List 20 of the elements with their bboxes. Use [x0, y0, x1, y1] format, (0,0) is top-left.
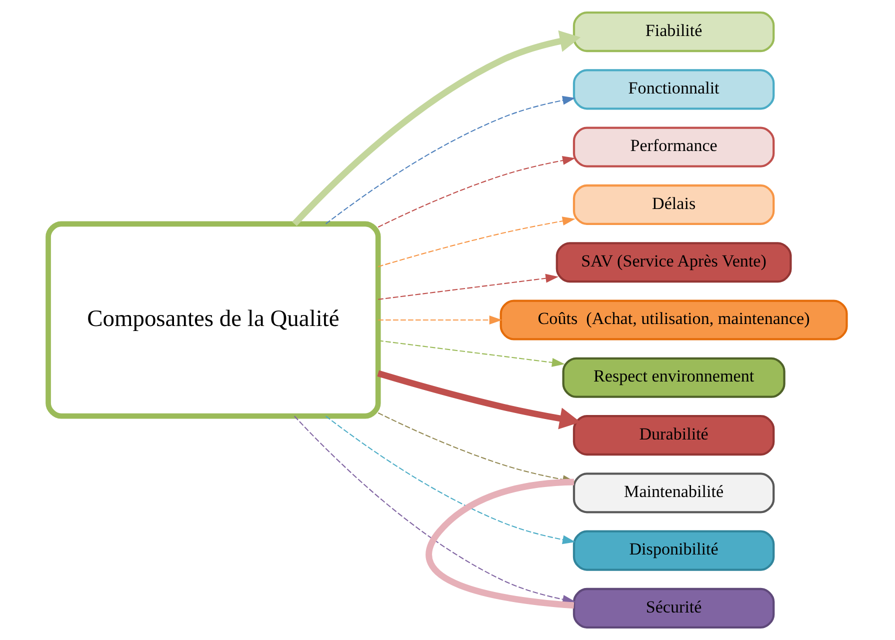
arrow: [292, 30, 581, 226]
arrow: [378, 316, 502, 324]
node-box: Respect environnement: [562, 357, 786, 398]
node-box: Performance: [572, 126, 775, 168]
arrow: [377, 370, 580, 430]
node-box: Fonctionnalit: [572, 69, 775, 110]
node-box: Maintenabilité: [572, 472, 775, 514]
node-box: Disponibilité: [572, 530, 775, 571]
arrow: [378, 274, 558, 300]
arrow: [378, 340, 565, 367]
node-box: SAV (Service Après Vente): [556, 242, 792, 283]
arrow: [326, 96, 576, 224]
node-box: Coûts (Achat, utilisation, maintenance): [500, 300, 848, 340]
node-box: Durabilité: [572, 415, 775, 456]
node-box: Sécurité: [572, 588, 775, 628]
node-box: Délais: [572, 184, 775, 225]
arrow: [378, 156, 576, 228]
arrow: [378, 216, 576, 268]
node-box: Fiabilité: [572, 12, 775, 52]
node-box: Composantes de la Qualité: [46, 221, 381, 419]
